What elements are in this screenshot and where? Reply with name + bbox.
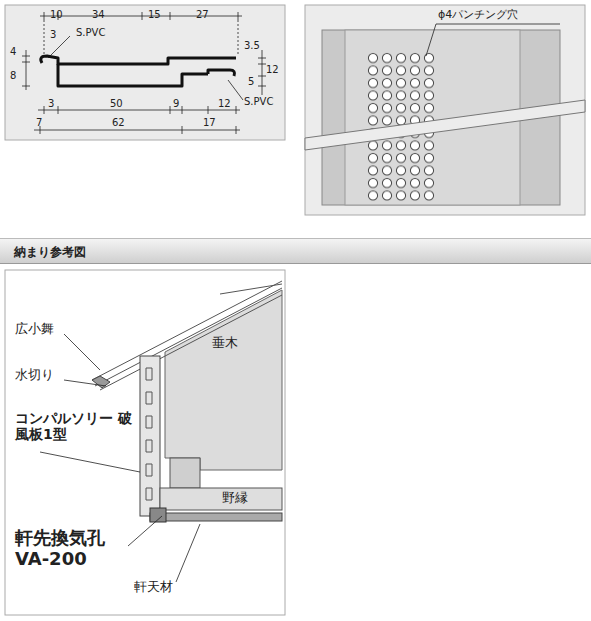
dimension: 3 <box>48 98 54 110</box>
dimension: 12 <box>218 98 231 110</box>
dimension: 50 <box>110 98 123 110</box>
dimension: 62 <box>112 117 125 129</box>
part-label: 水切り <box>15 368 54 383</box>
part-label: 垂木 <box>212 336 238 351</box>
hole-label: ϕ4パンチング穴 <box>438 9 518 22</box>
dimension: 3.5 <box>244 40 260 52</box>
dimension: 15 <box>148 9 161 21</box>
header-text: 納まり参考図 <box>0 239 591 261</box>
dimension: 5 <box>248 76 254 88</box>
dimension: 4 <box>10 46 16 58</box>
dimension: 10 <box>50 9 63 21</box>
dimension: 3 <box>50 29 56 41</box>
dimension: 8 <box>10 70 16 82</box>
part-label: 軒先換気孔 VA-200 <box>15 528 137 569</box>
dimension: 17 <box>203 117 216 129</box>
section-header: 納まり参考図 <box>0 238 591 264</box>
part-label: コンパルソリー 破風板1型 <box>15 410 133 442</box>
dimension: 34 <box>92 9 105 21</box>
dimension: 7 <box>36 117 42 129</box>
material-label: S.PVC <box>244 96 273 108</box>
part-label: 広小舞 <box>15 322 54 337</box>
part-label: 野縁 <box>222 491 248 506</box>
material-label: S.PVC <box>76 27 105 39</box>
dimension: 27 <box>196 9 209 21</box>
dimension: 9 <box>173 98 179 110</box>
part-label: 軒天材 <box>134 580 173 595</box>
dimension: 12 <box>266 64 279 76</box>
